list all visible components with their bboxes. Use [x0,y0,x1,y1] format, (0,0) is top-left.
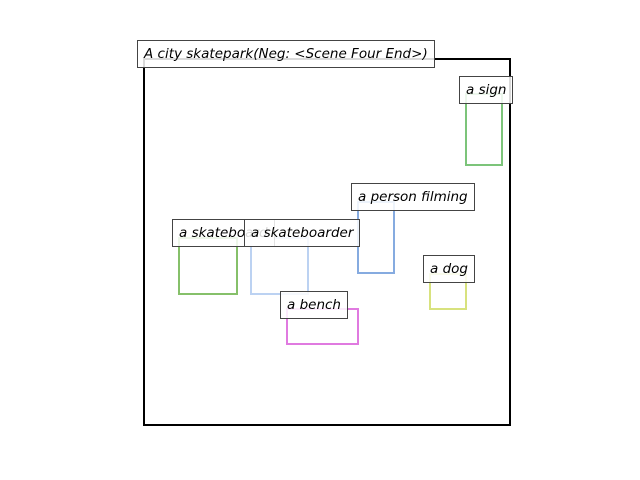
scene-title: A city skatepark(Neg: <Scene Four End>) [137,40,435,68]
person-filming-label: a person filming [351,183,475,211]
bench-label: a bench [280,291,348,319]
skateboarder-label: a skateboarder [244,219,361,247]
sign-label: a sign [459,76,514,104]
person-filming-box [357,201,395,274]
dog-label: a dog [423,255,475,283]
